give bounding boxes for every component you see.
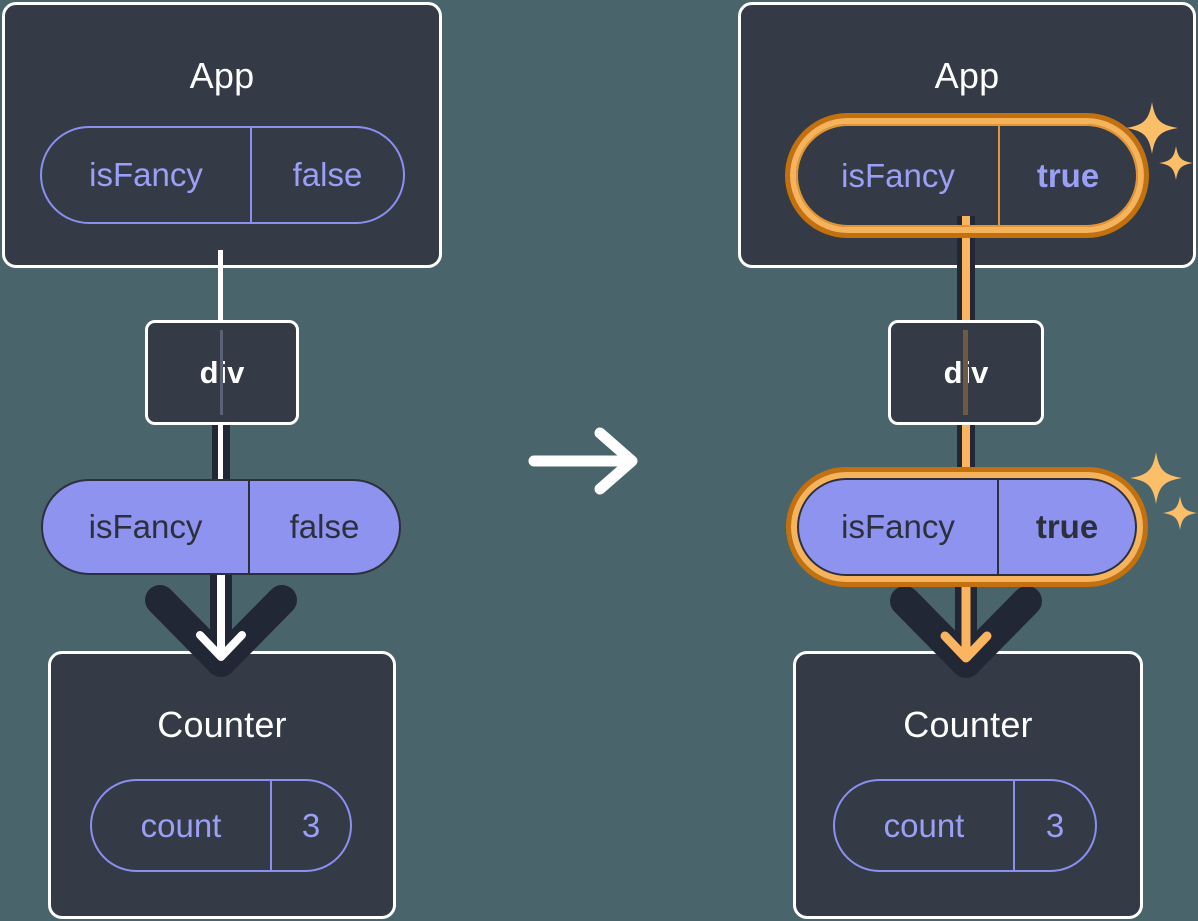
left-arrow-prop-to-counter (145, 565, 297, 677)
left-counter-state-value: 3 (270, 781, 350, 870)
left-app-state-pill: isFancy false (40, 126, 405, 224)
left-prop-value: false (248, 481, 399, 573)
right-edge-app-to-div-orange (962, 216, 970, 328)
sparkle-icon-app-state (1126, 102, 1193, 180)
left-edge-app-to-div (218, 250, 223, 328)
right-app-state-highlight-ring (785, 113, 1149, 238)
right-counter-state-key: count (883, 806, 965, 844)
left-app-state-key: isFancy (89, 156, 203, 193)
right-edge-div-to-prop-orange (962, 422, 970, 484)
right-counter-state-value: 3 (1013, 781, 1095, 870)
right-counter-title: Counter (903, 704, 1033, 745)
left-edge-div-to-prop-white (218, 422, 223, 484)
left-prop-key: isFancy (88, 508, 203, 545)
transition-arrow-right-icon (528, 427, 638, 495)
right-counter-state-pill: count 3 (833, 779, 1097, 872)
left-div-internal-line (220, 330, 223, 415)
left-counter-state-key: count (140, 806, 222, 844)
sparkle-icon-prop (1130, 452, 1197, 530)
right-div-internal-line (963, 330, 968, 415)
left-counter-title: Counter (157, 704, 287, 745)
right-app-title: App (934, 55, 1000, 96)
left-app-title: App (189, 55, 255, 96)
right-prop-highlight-ring (786, 467, 1148, 587)
left-counter-state-pill: count 3 (90, 779, 352, 872)
left-app-state-value: false (250, 128, 403, 222)
left-prop-pill: isFancy false (41, 479, 401, 575)
